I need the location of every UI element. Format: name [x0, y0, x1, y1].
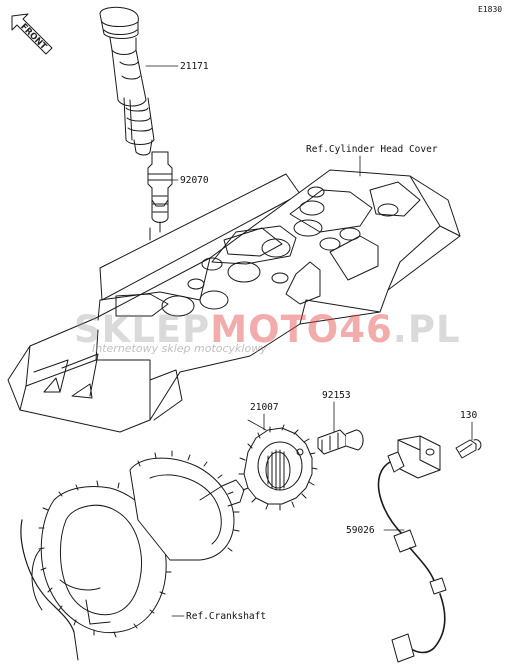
timing-rotor-21007 [238, 424, 318, 511]
watermark-tagline: Internetowy sklep motocyklowy [92, 342, 267, 355]
front-arrow-icon [11, 13, 53, 55]
leader-lines [145, 65, 473, 617]
crankshaft [20, 450, 245, 661]
diagram-code: E1830 [478, 5, 503, 14]
part-label-92153: 92153 [322, 390, 351, 401]
spark-plug-92070 [147, 151, 173, 241]
part-label-130: 130 [460, 410, 478, 421]
screw-130 [455, 439, 482, 459]
part-label-21007: 21007 [250, 402, 279, 413]
part-label-92070: 92070 [180, 175, 209, 186]
part-label-59026: 59026 [346, 525, 375, 536]
ref-crankshaft: Ref.Crankshaft [186, 611, 267, 622]
part-label-21171: 21171 [180, 61, 209, 72]
cylinder-head-cover [7, 169, 461, 433]
watermark-logo: SKLEPMOTO46.PL [74, 308, 461, 351]
crankshaft-sensor-59026 [377, 435, 447, 663]
ref-cylinder-head-cover: Ref.Cylinder Head Cover [306, 144, 438, 155]
ignition-coil-21171 [99, 6, 155, 156]
spark-plug-leaders [99, 173, 301, 301]
bolt-92153 [317, 429, 364, 455]
